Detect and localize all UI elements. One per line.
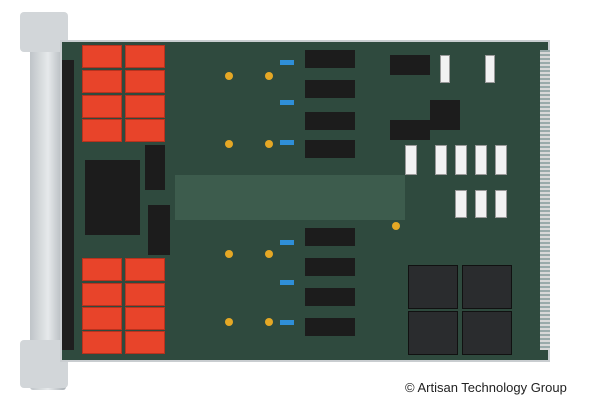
relay bbox=[125, 331, 165, 354]
ic-cluster bbox=[85, 160, 140, 235]
backplane-pins bbox=[540, 50, 550, 350]
ceramic-ic bbox=[495, 190, 507, 218]
inductor-module bbox=[462, 265, 512, 309]
ceramic-ic bbox=[440, 55, 450, 83]
edge-connector bbox=[62, 60, 74, 350]
ceramic-ic bbox=[475, 145, 487, 175]
capacitor bbox=[265, 140, 273, 148]
relay bbox=[125, 119, 165, 142]
relay bbox=[125, 95, 165, 118]
relay bbox=[82, 95, 122, 118]
ceramic-ic bbox=[495, 145, 507, 175]
relay bbox=[125, 283, 165, 306]
inductor-module bbox=[408, 265, 458, 309]
ic-chip bbox=[305, 112, 355, 130]
ceramic-ic bbox=[475, 190, 487, 218]
copyright-caption: © Artisan Technology Group bbox=[405, 380, 567, 395]
relay bbox=[82, 283, 122, 306]
relay bbox=[125, 307, 165, 330]
ic-chip bbox=[148, 205, 170, 255]
capacitor bbox=[265, 72, 273, 80]
capacitor bbox=[265, 318, 273, 326]
inductor-module bbox=[462, 311, 512, 355]
capacitor bbox=[225, 72, 233, 80]
ceramic-ic bbox=[405, 145, 417, 175]
ic-chip bbox=[390, 55, 430, 75]
relay bbox=[82, 258, 122, 281]
capacitor bbox=[225, 250, 233, 258]
relay bbox=[82, 331, 122, 354]
ic-chip bbox=[305, 318, 355, 336]
relay bbox=[82, 307, 122, 330]
capacitor bbox=[280, 140, 294, 145]
ic-chip bbox=[305, 80, 355, 98]
capacitor bbox=[280, 320, 294, 325]
ic-chip bbox=[305, 228, 355, 246]
capacitor bbox=[280, 60, 294, 65]
relay bbox=[82, 70, 122, 93]
ceramic-ic bbox=[485, 55, 495, 83]
relay bbox=[125, 45, 165, 68]
capacitor bbox=[392, 222, 400, 230]
capacitor bbox=[225, 140, 233, 148]
crystal-oscillator bbox=[430, 100, 460, 130]
inductor-module bbox=[408, 311, 458, 355]
capacitor bbox=[280, 100, 294, 105]
capacitor bbox=[225, 318, 233, 326]
relay bbox=[125, 258, 165, 281]
ic-chip bbox=[305, 140, 355, 158]
ceramic-ic bbox=[435, 145, 447, 175]
trace-area bbox=[175, 175, 405, 220]
ceramic-ic bbox=[455, 145, 467, 175]
ic-chip bbox=[305, 50, 355, 68]
ic-chip bbox=[145, 145, 165, 190]
ic-chip bbox=[390, 120, 430, 140]
relay bbox=[82, 119, 122, 142]
relay bbox=[125, 70, 165, 93]
ceramic-ic bbox=[455, 190, 467, 218]
capacitor bbox=[280, 280, 294, 285]
ic-chip bbox=[305, 258, 355, 276]
ic-chip bbox=[305, 288, 355, 306]
capacitor bbox=[265, 250, 273, 258]
capacitor bbox=[280, 240, 294, 245]
relay bbox=[82, 45, 122, 68]
